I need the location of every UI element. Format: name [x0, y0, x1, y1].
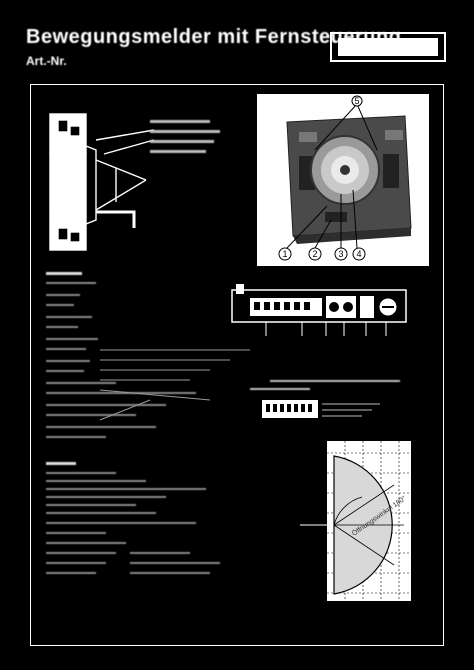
dip-switch-drawing: [262, 400, 380, 418]
side-view-label-line: [150, 140, 214, 143]
content-frame: [30, 84, 444, 646]
side-view-label-line: [150, 150, 206, 153]
photo-number-2: 2: [312, 249, 317, 259]
photo-number-3: 3: [338, 249, 343, 259]
side-view-label-line: [150, 130, 220, 133]
spec-leader-lines: [99, 349, 250, 421]
notes-text-block: [46, 462, 236, 582]
photo-number-1: 1: [282, 249, 287, 259]
side-view-drawing: [49, 113, 155, 251]
photo-number-4: 4: [356, 249, 361, 259]
dip-switch-caption-line: [270, 380, 400, 382]
detection-area-diagram: Öffnungswinkel 180°: [300, 441, 411, 601]
brand-logo-frame: [330, 32, 446, 62]
side-view-label-line: [150, 120, 210, 123]
product-photo: 5 1 2 3 4: [278, 95, 412, 261]
brand-logo: [338, 38, 438, 56]
terminal-block-drawing: [231, 284, 407, 336]
dip-switch-caption-line: [250, 388, 310, 390]
document-title: Bewegungsmelder mit Fernsteuerung: [26, 26, 402, 48]
document-subtitle: Art.-Nr.: [26, 54, 67, 68]
photo-number-5: 5: [354, 96, 359, 106]
specifications-text-block: [46, 272, 216, 448]
